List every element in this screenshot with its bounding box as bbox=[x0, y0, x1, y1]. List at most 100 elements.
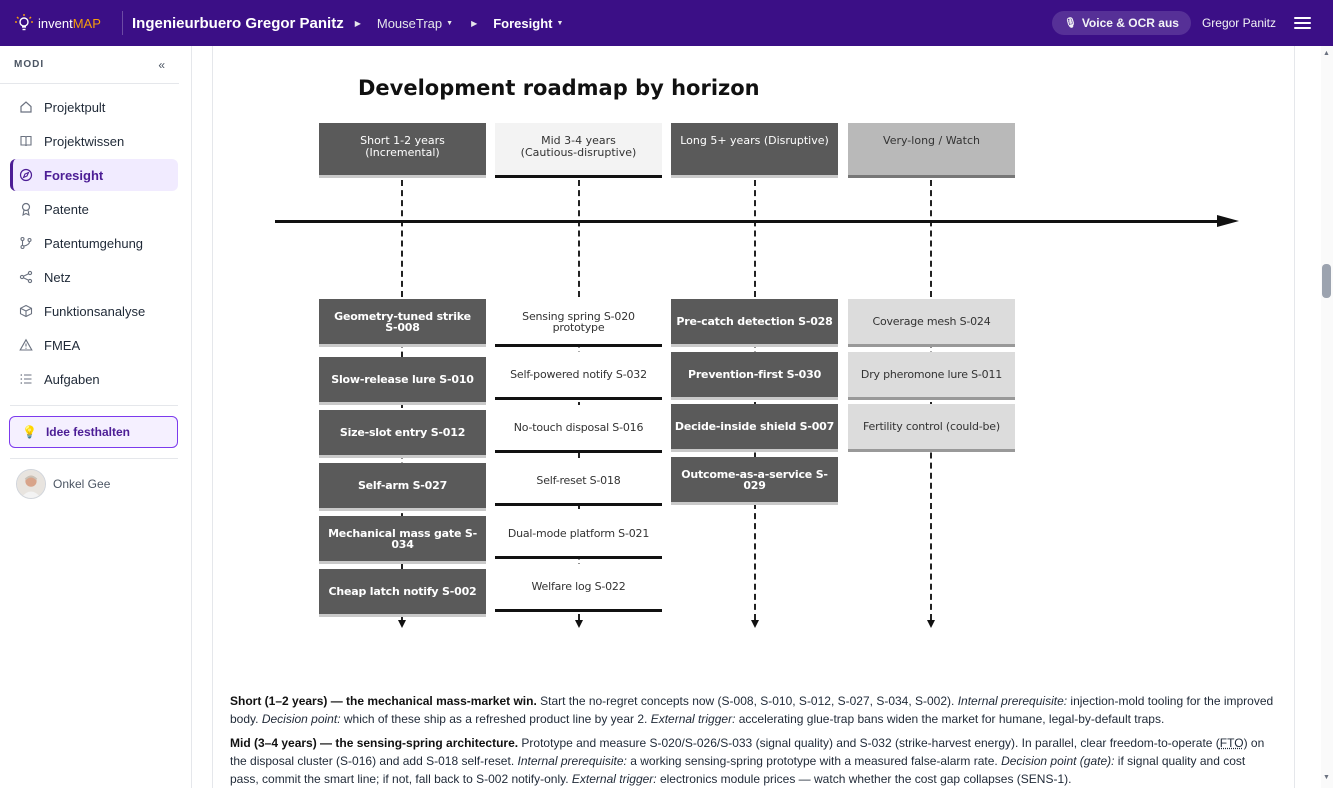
paragraph-text: which of these ship as a refreshed produ… bbox=[340, 712, 651, 726]
scroll-down-icon[interactable]: ▼ bbox=[1323, 774, 1330, 781]
roadmap-card: Mechanical mass gate S-034 bbox=[319, 516, 486, 564]
paragraph-text: if signal quality and cost pass, commit … bbox=[230, 754, 1246, 786]
roadmap-card: Welfare log S-022 bbox=[495, 564, 662, 612]
roadmap-card: Decide-inside shield S-007 bbox=[671, 404, 838, 452]
roadmap-card: Coverage mesh S-024 bbox=[848, 299, 1015, 347]
column-header-line: Short 1-2 years bbox=[360, 134, 445, 147]
card-line: Prevention-first S-030 bbox=[687, 368, 822, 381]
sidebar-section-label: MODI bbox=[14, 59, 45, 70]
chevron-down-icon[interactable]: ▼ bbox=[446, 19, 454, 27]
paragraph-text: accelerating glue-trap bans widen the ma… bbox=[735, 712, 1165, 726]
breadcrumb-arrow-icon: ▶ bbox=[471, 18, 478, 28]
hamburger-menu-icon[interactable] bbox=[1294, 17, 1311, 29]
card-line: Coverage mesh S-024 bbox=[872, 315, 991, 328]
microphone-icon: 🎙 bbox=[1064, 17, 1077, 29]
breadcrumb-module[interactable]: Foresight bbox=[493, 15, 553, 31]
paragraph-text: injection-mold tooling for the improved … bbox=[230, 694, 1274, 726]
card-line: Geometry-tuned strike bbox=[334, 309, 471, 323]
abbreviation-fto[interactable]: FTO bbox=[1219, 736, 1244, 750]
sidebar: MODI « Projektpult Projektwissen Foresig… bbox=[0, 46, 192, 788]
paragraph-emphasis: External trigger: bbox=[650, 712, 736, 726]
user-profile[interactable]: Onkel Gee bbox=[0, 469, 191, 499]
roadmap-card: Fertility control (could-be) bbox=[848, 404, 1015, 452]
card-line: No-touch disposal S-016 bbox=[513, 421, 644, 434]
card-line: Self-arm S-027 bbox=[357, 479, 448, 492]
scroll-up-icon[interactable]: ▲ bbox=[1323, 50, 1330, 57]
avatar bbox=[16, 469, 46, 499]
sidebar-item-aufgaben[interactable]: Aufgaben bbox=[10, 363, 178, 395]
column-header-line: Long 5+ years (Disruptive) bbox=[680, 134, 829, 147]
capture-idea-button[interactable]: 💡 Idee festhalten bbox=[9, 416, 178, 448]
sidebar-item-patente[interactable]: Patente bbox=[10, 193, 178, 225]
column-header-line: Mid 3-4 years bbox=[541, 134, 616, 147]
timeline-dashed-line bbox=[578, 180, 580, 620]
roadmap-card: Prevention-first S-030 bbox=[671, 352, 838, 400]
roadmap-card: Cheap latch notify S-002 bbox=[319, 569, 486, 617]
capture-idea-label: Idee festhalten bbox=[45, 425, 130, 439]
scrollbar-thumb[interactable] bbox=[1322, 264, 1331, 298]
arrow-down-icon bbox=[751, 620, 759, 628]
lightbulb-icon: 💡 bbox=[22, 425, 37, 439]
collapse-sidebar-icon[interactable]: « bbox=[158, 57, 165, 72]
sidebar-item-fmea[interactable]: FMEA bbox=[10, 329, 178, 361]
sidebar-item-patentumgehung[interactable]: Patentumgehung bbox=[10, 227, 178, 259]
sidebar-item-funktionsanalyse[interactable]: Funktionsanalyse bbox=[10, 295, 178, 327]
card-line: Sensing spring S-020 bbox=[522, 309, 635, 323]
timeline-dashed-line bbox=[930, 180, 932, 620]
roadmap-card: Dry pheromone lure S-011 bbox=[848, 352, 1015, 400]
paragraph-emphasis: External trigger: bbox=[571, 772, 657, 786]
roadmap-card: Slow-release lure S-010 bbox=[319, 357, 486, 405]
paragraph-text: Start the no-regret concepts now (S-008,… bbox=[536, 694, 958, 708]
paragraph-text: Prototype and measure S-020/S-026/S-033 … bbox=[518, 736, 1220, 750]
card-line: Slow-release lure S-010 bbox=[331, 373, 474, 386]
card-line: Size-slot entry S-012 bbox=[339, 426, 466, 439]
sidebar-divider bbox=[10, 405, 178, 406]
sidebar-item-netz[interactable]: Netz bbox=[10, 261, 178, 293]
compass-icon bbox=[19, 168, 33, 182]
home-icon bbox=[19, 100, 33, 114]
sidebar-item-projektpult[interactable]: Projektpult bbox=[10, 91, 178, 123]
card-line: Fertility control (could-be) bbox=[863, 420, 1000, 433]
roadmap-card: Self-reset S-018 bbox=[495, 458, 662, 506]
award-icon bbox=[19, 202, 33, 216]
sidebar-item-label: Funktionsanalyse bbox=[44, 303, 146, 319]
sidebar-item-projektwissen[interactable]: Projektwissen bbox=[10, 125, 178, 157]
sidebar-item-foresight[interactable]: Foresight bbox=[10, 159, 178, 191]
branch-icon bbox=[19, 236, 33, 250]
breadcrumb-project[interactable]: MouseTrap bbox=[376, 15, 443, 31]
card-line: Welfare log S-022 bbox=[531, 580, 626, 593]
paragraph-text: a working sensing-spring prototype with … bbox=[626, 754, 1002, 768]
paragraph-text: electronics module prices — watch whethe… bbox=[656, 772, 1072, 786]
roadmap-card: Self-arm S-027 bbox=[319, 463, 486, 511]
arrow-down-icon bbox=[575, 620, 583, 628]
sidebar-item-label: Projektpult bbox=[44, 99, 106, 115]
card-line: Pre-catch detection S-028 bbox=[676, 315, 833, 328]
roadmap-card: Size-slot entry S-012 bbox=[319, 410, 486, 458]
voice-ocr-toggle[interactable]: 🎙 Voice & OCR aus bbox=[1052, 11, 1191, 35]
scrollbar-track[interactable] bbox=[1321, 46, 1333, 788]
column-header-line: (Cautious-disruptive) bbox=[520, 146, 637, 159]
column-header-watch: Very-long / Watch bbox=[848, 123, 1015, 178]
book-icon bbox=[19, 134, 33, 148]
sidebar-item-label: Patente bbox=[44, 201, 89, 217]
paragraph-emphasis: Internal prerequisite: bbox=[957, 694, 1068, 708]
warning-icon bbox=[19, 338, 33, 352]
paragraph-emphasis: Decision point (gate): bbox=[1001, 754, 1115, 768]
arrow-right-icon bbox=[1217, 215, 1239, 227]
chevron-down-icon[interactable]: ▼ bbox=[556, 19, 564, 27]
card-line: Self-reset S-018 bbox=[536, 474, 621, 487]
sidebar-header: MODI « bbox=[0, 46, 179, 84]
roadmap-title: Development roadmap by horizon bbox=[358, 76, 760, 100]
roadmap-card: Pre-catch detection S-028 bbox=[671, 299, 838, 347]
card-line: Mechanical mass gate S-034 bbox=[328, 526, 477, 551]
user-menu[interactable]: Gregor Panitz bbox=[1201, 16, 1276, 30]
header-separator bbox=[122, 11, 123, 35]
sidebar-item-label: Foresight bbox=[44, 167, 104, 183]
sidebar-item-label: Aufgaben bbox=[44, 371, 100, 387]
column-header-long: Long 5+ years (Disruptive) bbox=[671, 123, 838, 178]
company-name[interactable]: Ingenieurbuero Gregor Panitz bbox=[132, 14, 344, 32]
card-line: S-008 bbox=[385, 320, 420, 334]
